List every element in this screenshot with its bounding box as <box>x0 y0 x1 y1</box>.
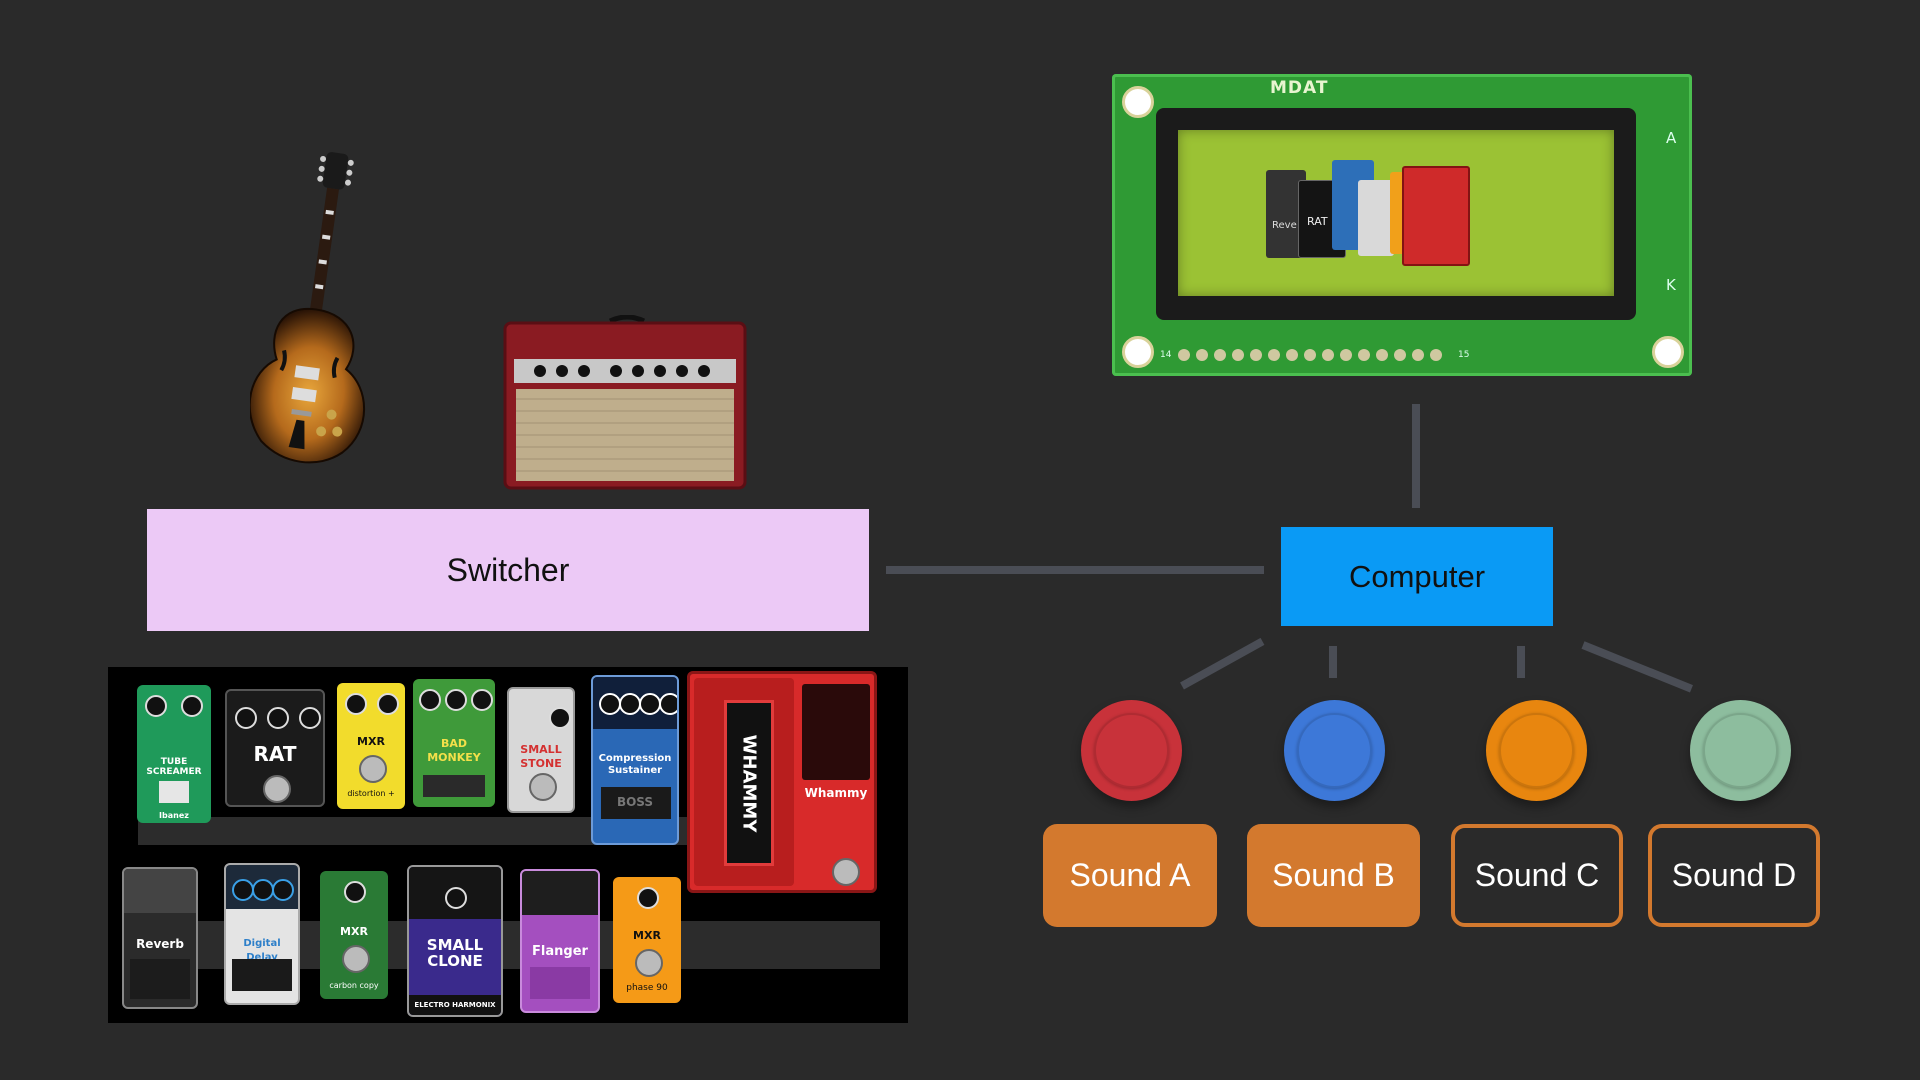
display-brand-label: MDAT <box>1270 78 1329 98</box>
lcd-display-module: MDAT Reve RAT A K 14 15 <box>1112 74 1692 376</box>
pedal-whammy-label: WHAMMY <box>738 734 760 833</box>
mount-hole-bottom-right <box>1652 336 1684 368</box>
sound-d-label: Sound D <box>1671 857 1797 893</box>
switcher-label: Switcher <box>446 551 570 588</box>
pedal-bad-monkey-label: BAD MONKEY <box>427 737 481 764</box>
pedal-tube-screamer-label: TUBE SCREAMER <box>146 757 202 777</box>
display-screen: Reve RAT <box>1178 130 1614 296</box>
pedal-tube-screamer: TUBE SCREAMER Ibanez <box>137 685 211 823</box>
sound-d-knob[interactable] <box>1690 700 1791 801</box>
pedal-small-stone: SMALL STONE <box>507 687 575 813</box>
display-bezel: Reve RAT <box>1156 108 1636 320</box>
pedal-small-stone-label: SMALL STONE <box>520 743 562 770</box>
connector-computer-sound-d <box>1581 641 1693 693</box>
pedal-compression-sustainer-brand: BOSS <box>616 795 654 809</box>
pedal-whammy-panel <box>802 684 870 780</box>
connector-computer-sound-b <box>1329 646 1337 678</box>
pedal-mxr-distortion-brand: MXR <box>357 735 385 748</box>
computer-box: Computer <box>1281 527 1553 626</box>
pedal-carbon-copy: MXR carbon copy <box>320 871 388 999</box>
pedal-mxr-distortion: MXR distortion + <box>337 683 405 809</box>
pedal-compression-sustainer-label: Compression Sustainer <box>598 753 672 776</box>
pedal-rat: RAT <box>225 689 325 807</box>
pedal-reverb: Reverb <box>122 867 198 1009</box>
pedal-small-clone: SMALL CLONE ELECTRO HARMONIX <box>407 865 503 1017</box>
sound-a-label: Sound A <box>1069 857 1191 893</box>
sound-d-button[interactable]: Sound D <box>1648 824 1820 927</box>
guitar-image <box>250 152 365 464</box>
pedal-phase-90: MXR phase 90 <box>613 877 681 1003</box>
sound-c-label: Sound C <box>1474 857 1600 893</box>
pedalboard: TUBE SCREAMER Ibanez RAT MXR distortion … <box>108 667 908 1023</box>
connector-switcher-computer <box>886 566 1264 574</box>
sound-a-knob[interactable] <box>1081 700 1182 801</box>
connector-computer-sound-c <box>1517 646 1525 678</box>
display-pin-letter-a: A <box>1666 129 1677 147</box>
pedal-tube-screamer-footswitch <box>159 781 189 803</box>
connector-display-computer <box>1412 404 1420 508</box>
sound-a-button[interactable]: Sound A <box>1043 824 1217 927</box>
pedal-whammy: WHAMMY Whammy <box>687 671 877 893</box>
pedal-whammy-small-label: Whammy <box>804 786 868 800</box>
pedal-phase-90-brand: MXR <box>633 929 661 942</box>
display-solder-pins <box>1178 349 1442 361</box>
pedal-flanger: Flanger <box>520 869 600 1013</box>
mount-hole-top-left <box>1122 86 1154 118</box>
pedal-flanger-label: Flanger <box>532 944 588 959</box>
mini-pedal-rat-label: RAT <box>1307 215 1328 228</box>
mini-pedal-whammy <box>1402 166 1470 266</box>
pedal-digital-delay-label: Digital Delay <box>243 938 281 963</box>
pedal-digital-delay: Digital Delay <box>224 863 300 1005</box>
pedal-rat-label: RAT <box>253 742 297 766</box>
pedal-tube-screamer-brand: Ibanez <box>159 811 189 820</box>
display-pin-start: 14 <box>1160 350 1172 360</box>
mini-pedal-reverb-label: Reve <box>1272 220 1297 231</box>
display-pin-end: 15 <box>1458 350 1470 360</box>
sound-c-button[interactable]: Sound C <box>1451 824 1623 927</box>
mount-hole-bottom-left <box>1122 336 1154 368</box>
switcher-box: Switcher <box>147 509 869 631</box>
pedal-carbon-copy-label: carbon copy <box>329 981 379 990</box>
sound-b-label: Sound B <box>1272 857 1395 893</box>
pedal-reverb-label: Reverb <box>136 937 184 951</box>
pedal-mxr-distortion-label: distortion + <box>347 789 395 798</box>
pedalboard-rail-top <box>138 817 788 845</box>
pedal-carbon-copy-brand: MXR <box>340 925 368 938</box>
sound-b-knob[interactable] <box>1284 700 1385 801</box>
computer-label: Computer <box>1348 558 1486 594</box>
pedal-whammy-treadle: WHAMMY <box>724 700 774 866</box>
mini-pedal-small-stone <box>1358 180 1394 256</box>
pedal-small-clone-label: SMALL CLONE <box>426 936 484 970</box>
sound-c-knob[interactable] <box>1486 700 1587 801</box>
amplifier-image <box>503 315 747 490</box>
pedal-bad-monkey: BAD MONKEY <box>413 679 495 807</box>
display-pin-letter-k: K <box>1666 276 1676 294</box>
connector-computer-sound-a <box>1180 637 1265 690</box>
pedal-compression-sustainer: Compression Sustainer BOSS <box>591 675 679 845</box>
pedal-small-clone-brand: ELECTRO HARMONIX <box>409 995 501 1015</box>
pedal-phase-90-label: phase 90 <box>626 983 668 993</box>
sound-b-button[interactable]: Sound B <box>1247 824 1420 927</box>
